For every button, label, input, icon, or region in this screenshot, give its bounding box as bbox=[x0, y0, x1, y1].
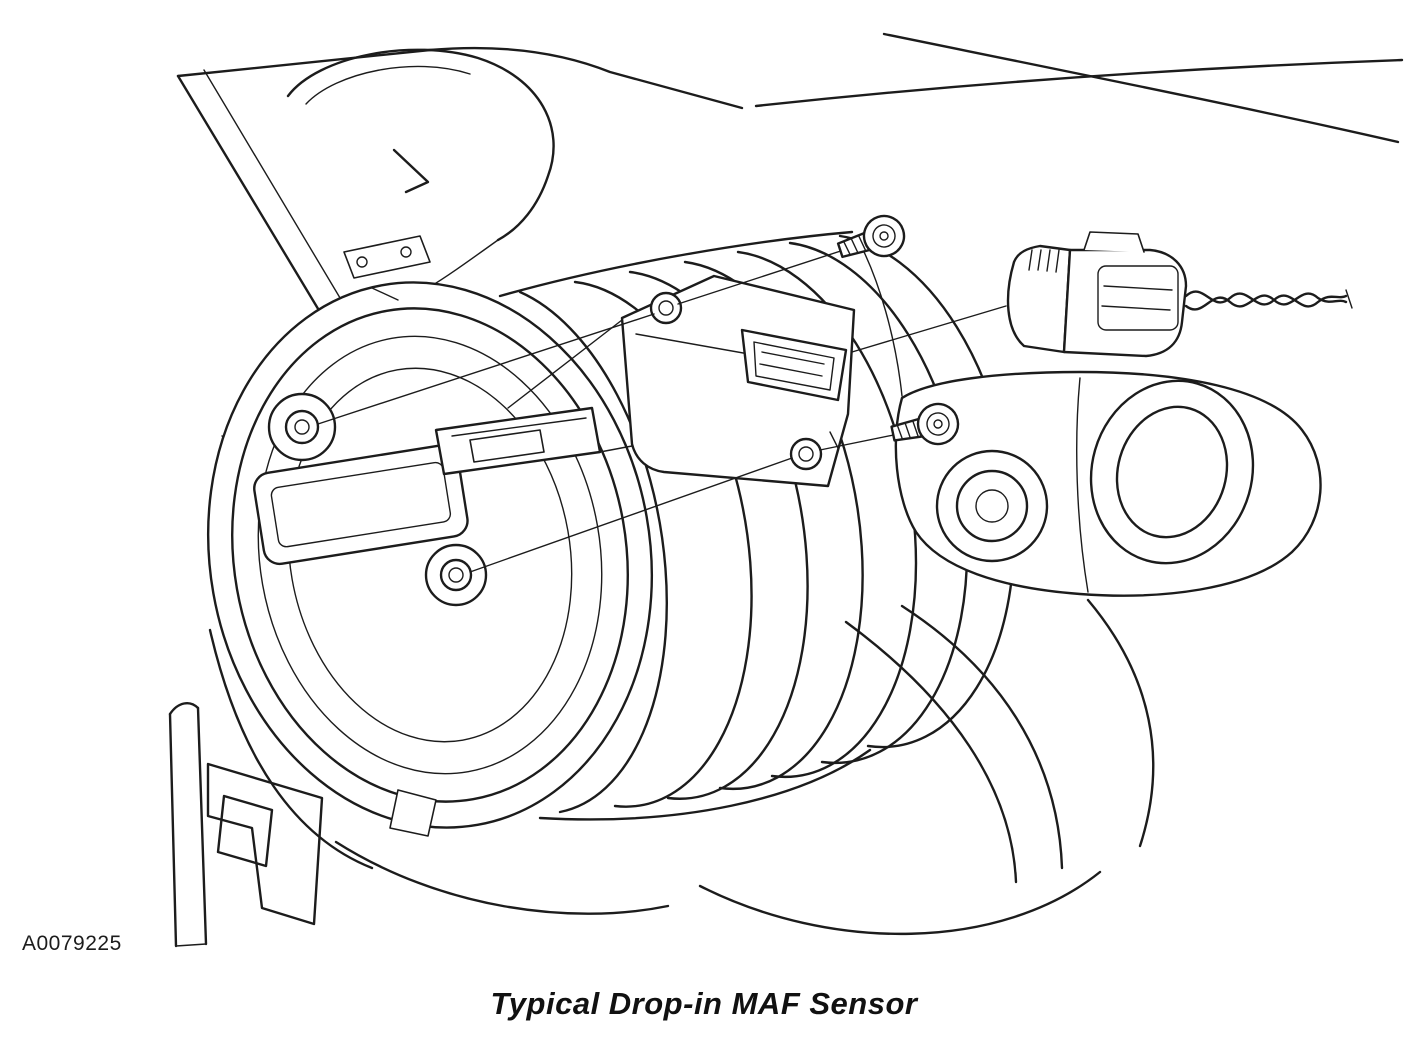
maf-sensor bbox=[434, 274, 856, 488]
maf-mount-hole-bottom bbox=[789, 437, 823, 471]
mounting-screw-bottom bbox=[890, 402, 960, 446]
flange-gasket bbox=[253, 444, 469, 566]
flange-bolt-tabs bbox=[267, 392, 488, 607]
figure-id: A0079225 bbox=[22, 932, 122, 955]
wiring-harness bbox=[1184, 289, 1353, 311]
flange-tab-bottom bbox=[424, 543, 488, 607]
body-panel bbox=[168, 702, 324, 948]
flange-tab-top bbox=[267, 392, 337, 462]
housing-port-small bbox=[935, 449, 1049, 563]
mounting-screw-top bbox=[836, 214, 906, 259]
body-panel-lines bbox=[208, 32, 1404, 935]
housing-port-large bbox=[1089, 379, 1255, 565]
maf-mount-hole-top bbox=[649, 291, 683, 325]
housing-clip bbox=[343, 235, 431, 279]
maf-bracket bbox=[620, 274, 856, 488]
throttle-body-housing bbox=[894, 370, 1322, 597]
electrical-connector bbox=[1006, 231, 1188, 358]
maf-socket bbox=[740, 328, 848, 402]
figure-caption: Typical Drop-in MAF Sensor bbox=[490, 986, 918, 1021]
